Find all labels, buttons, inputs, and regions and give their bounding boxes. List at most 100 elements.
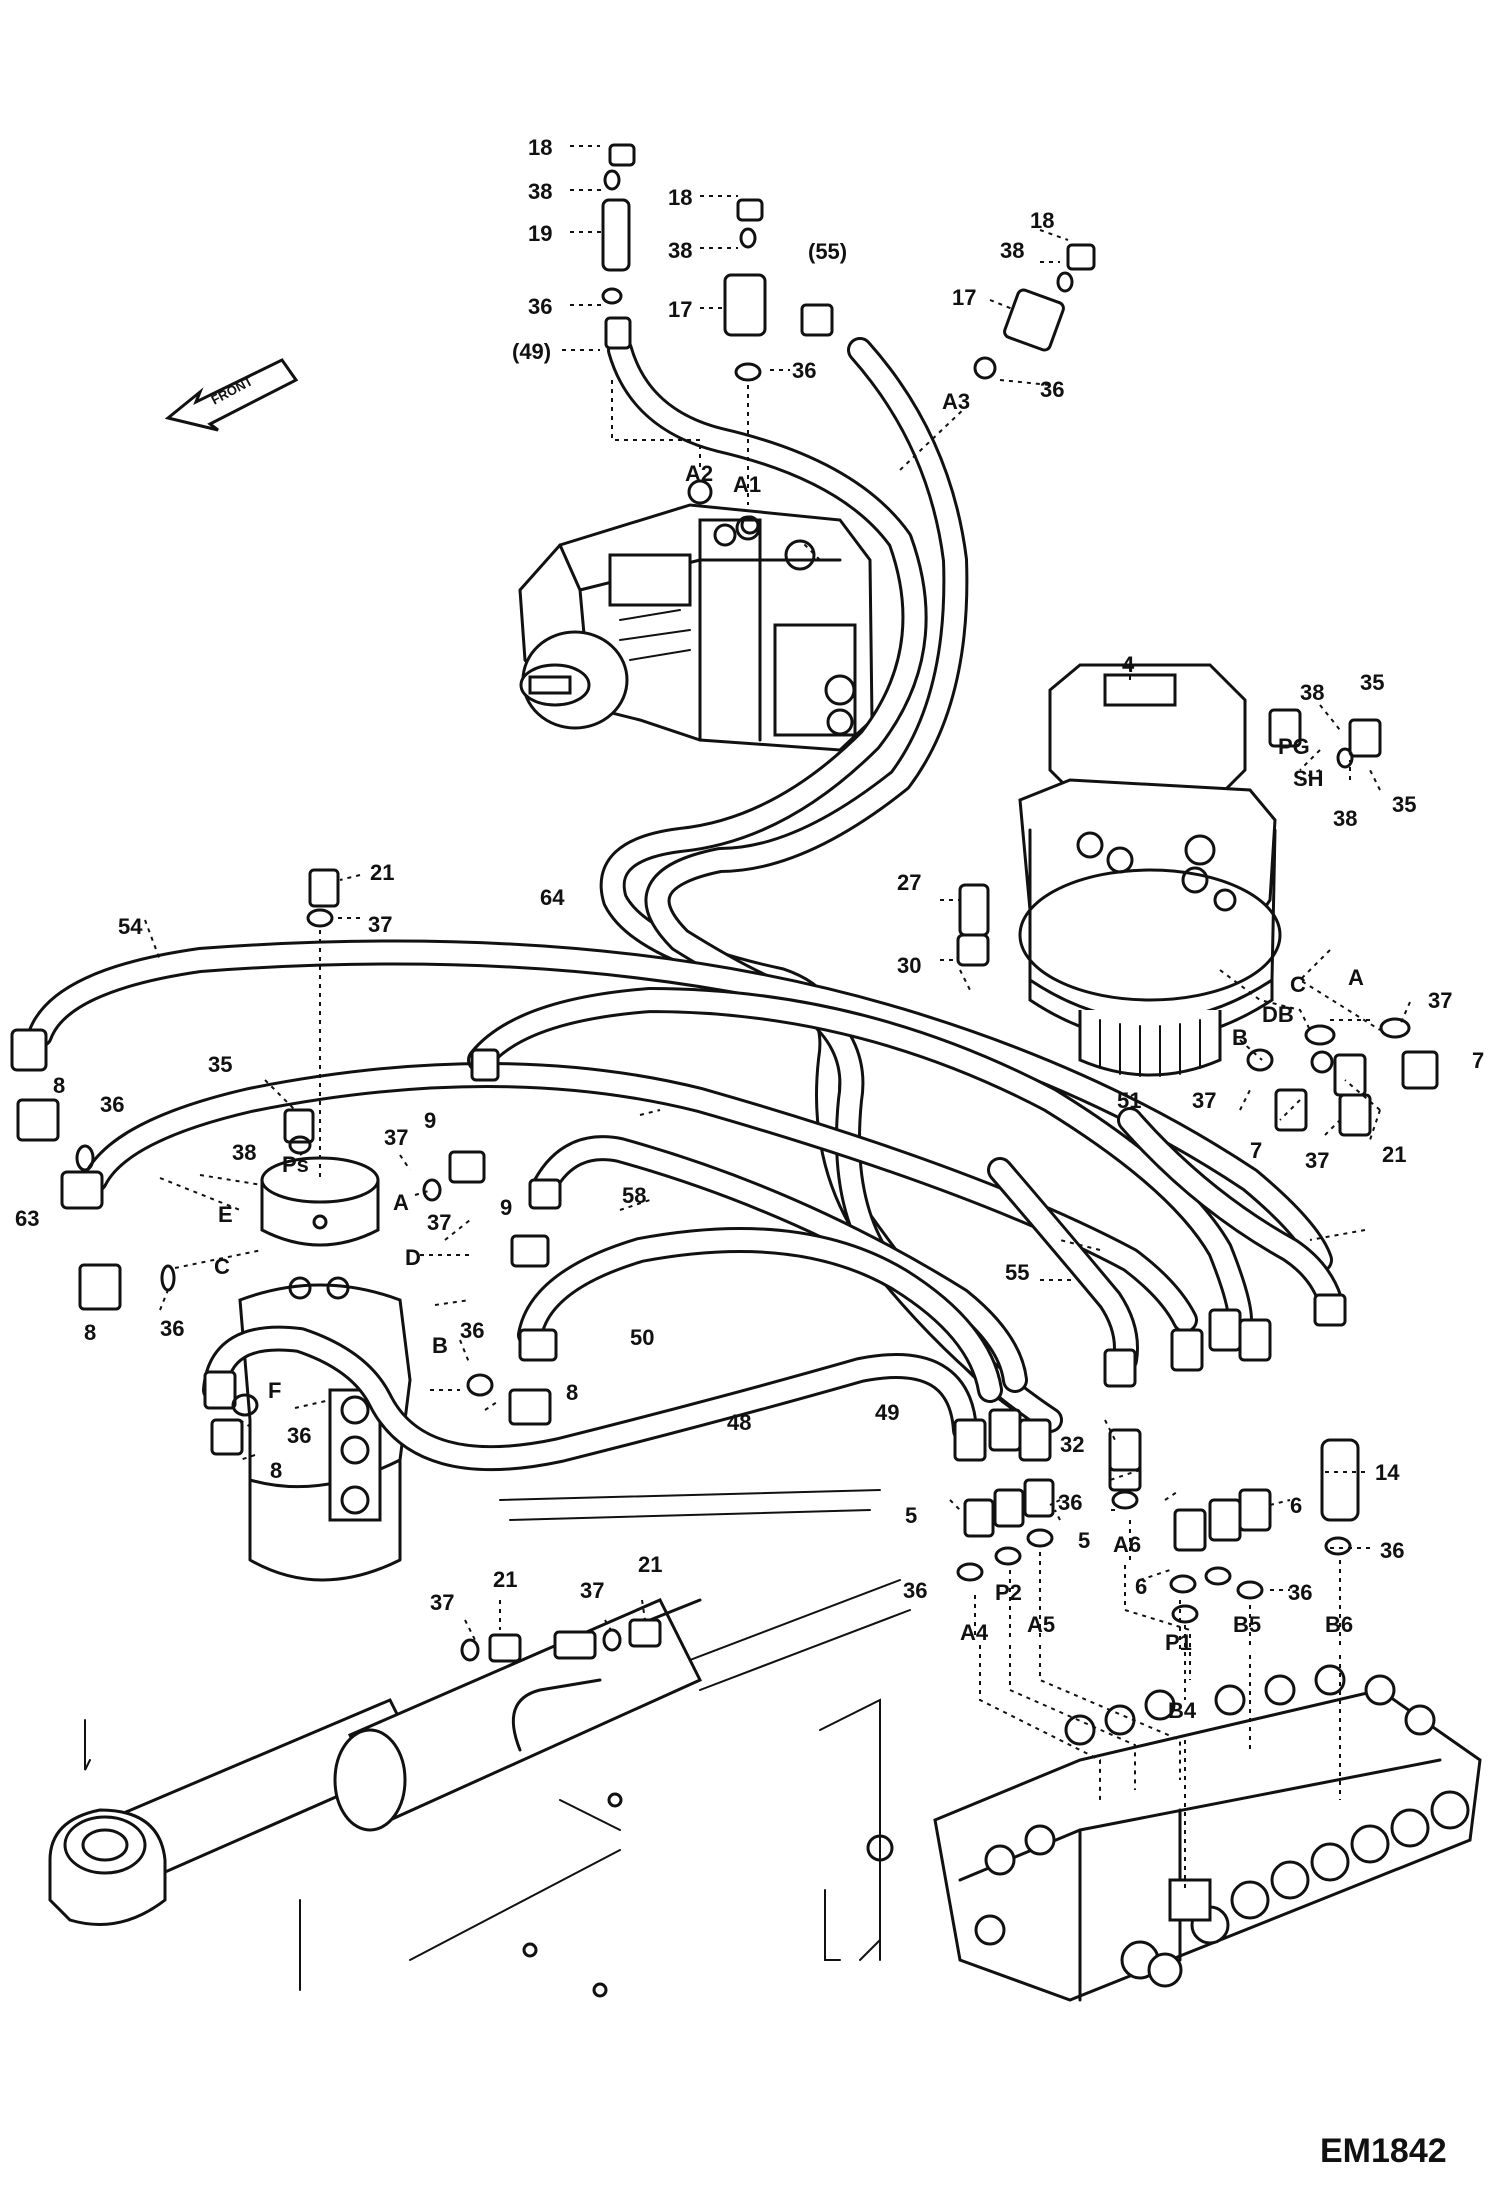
o-rings (75, 169, 1411, 1662)
callout-labels: 18 38 19 36 (49) 18 38 17 (55) 36 18 38 … (15, 135, 1484, 1723)
callout-51: 51 (1117, 1088, 1141, 1113)
callout-B1: B (1232, 1025, 1248, 1050)
callout-8c: 8 (566, 1380, 578, 1405)
callout-PG: PG (1278, 734, 1310, 759)
callout-7b: 7 (1250, 1138, 1262, 1163)
callout-A3: A3 (942, 389, 970, 414)
callout-C1: C (1290, 972, 1306, 997)
leader-lines (144, 145, 1411, 1890)
callout-A: A (1348, 965, 1364, 990)
callout-32: 32 (1060, 1432, 1084, 1457)
callout-50: 50 (630, 1325, 654, 1350)
callout-64: 64 (540, 885, 565, 910)
callout-38d: 38 (1300, 680, 1324, 705)
callout-35c: 35 (208, 1052, 232, 1077)
callout-B2: B (432, 1333, 448, 1358)
callout-48: 48 (727, 1410, 751, 1435)
callout-36i: 36 (1380, 1538, 1404, 1563)
callout-6a: 6 (1290, 1493, 1302, 1518)
swing-motor (1018, 663, 1282, 1077)
callout-8b: 8 (84, 1320, 96, 1345)
callout-36g: 36 (287, 1423, 311, 1448)
callout-A5: A5 (1027, 1612, 1055, 1637)
callout-9b: 9 (500, 1195, 512, 1220)
callout-37g: 37 (430, 1590, 454, 1615)
swivel-joint (238, 1156, 412, 1582)
callout-A4: A4 (960, 1620, 989, 1645)
callout-36e: 36 (160, 1316, 184, 1341)
callout-C2: C (214, 1254, 230, 1279)
callout-9a: 9 (424, 1108, 436, 1133)
callout-D: D (405, 1245, 421, 1270)
callout-37e: 37 (384, 1125, 408, 1150)
callout-P2: P2 (995, 1580, 1022, 1605)
hoses (27, 337, 1343, 1472)
callout-18b: 18 (668, 185, 692, 210)
callout-A2: A2 (685, 461, 713, 486)
callout-36h: 36 (1058, 1490, 1082, 1515)
front-direction-arrow: FRONT (164, 358, 299, 432)
callout-37f: 37 (427, 1210, 451, 1235)
callout-B6: B6 (1325, 1612, 1353, 1637)
callout-17b: 17 (952, 285, 976, 310)
callout-18a: 18 (528, 135, 552, 160)
valve-spools (974, 1664, 1470, 1988)
callout-36a: 36 (528, 294, 552, 319)
callout-38c: 38 (1000, 238, 1024, 263)
callout-36f: 36 (460, 1318, 484, 1343)
control-valve (933, 1664, 1482, 2002)
pump-assembly (518, 479, 874, 752)
callout-A-swivel: A (393, 1190, 409, 1215)
callout-8d: 8 (270, 1458, 282, 1483)
callout-Ps: Ps (282, 1152, 309, 1177)
callout-27: 27 (897, 870, 921, 895)
callout-58: 58 (622, 1183, 646, 1208)
callout-35a: 35 (1360, 670, 1384, 695)
callout-F: F (268, 1378, 281, 1403)
callout-21c: 21 (493, 1567, 517, 1592)
callout-36b: 36 (792, 358, 816, 383)
callout-37d: 37 (1305, 1148, 1329, 1173)
callout-E: E (218, 1202, 233, 1227)
callout-P1: P1 (1165, 1630, 1192, 1655)
drawing-code: EM1842 (1320, 2132, 1447, 2170)
callout-54: 54 (118, 914, 143, 939)
callout-36j: 36 (1288, 1580, 1312, 1605)
callout-8a: 8 (53, 1073, 65, 1098)
callout-4: 4 (1122, 652, 1135, 677)
callout-A1: A1 (733, 472, 761, 497)
callout-38f: 38 (232, 1140, 256, 1165)
callout-36c: 36 (1040, 377, 1064, 402)
callout-37h: 37 (580, 1578, 604, 1603)
callout-37a: 37 (368, 912, 392, 937)
callout-37b: 37 (1428, 988, 1452, 1013)
callout-21a: 21 (370, 860, 394, 885)
boom-cylinder (48, 1598, 703, 1926)
callout-49a: (49) (512, 339, 551, 364)
callout-63: 63 (15, 1206, 39, 1231)
callout-35b: 35 (1392, 792, 1416, 817)
callout-49b: 49 (875, 1400, 899, 1425)
callout-7a: 7 (1472, 1048, 1484, 1073)
upper-frame-lines (84, 1489, 911, 1998)
callout-55: (55) (808, 239, 847, 264)
callout-19: 19 (528, 221, 552, 246)
callout-14: 14 (1375, 1460, 1400, 1485)
callout-30: 30 (897, 953, 921, 978)
callout-55b: 55 (1005, 1260, 1029, 1285)
callout-18c: 18 (1030, 208, 1054, 233)
callout-17a: 17 (668, 297, 692, 322)
callout-38a: 38 (528, 179, 552, 204)
callout-5a: 5 (905, 1503, 917, 1528)
callout-5b: 5 (1078, 1528, 1090, 1553)
callout-38e: 38 (1333, 806, 1357, 831)
callout-DB: DB (1262, 1002, 1294, 1027)
callout-37c: 37 (1192, 1088, 1216, 1113)
callout-B5: B5 (1233, 1612, 1261, 1637)
callout-21d: 21 (638, 1552, 662, 1577)
callout-36d: 36 (100, 1092, 124, 1117)
callout-A6: A6 (1113, 1532, 1141, 1557)
callout-21b: 21 (1382, 1142, 1406, 1167)
